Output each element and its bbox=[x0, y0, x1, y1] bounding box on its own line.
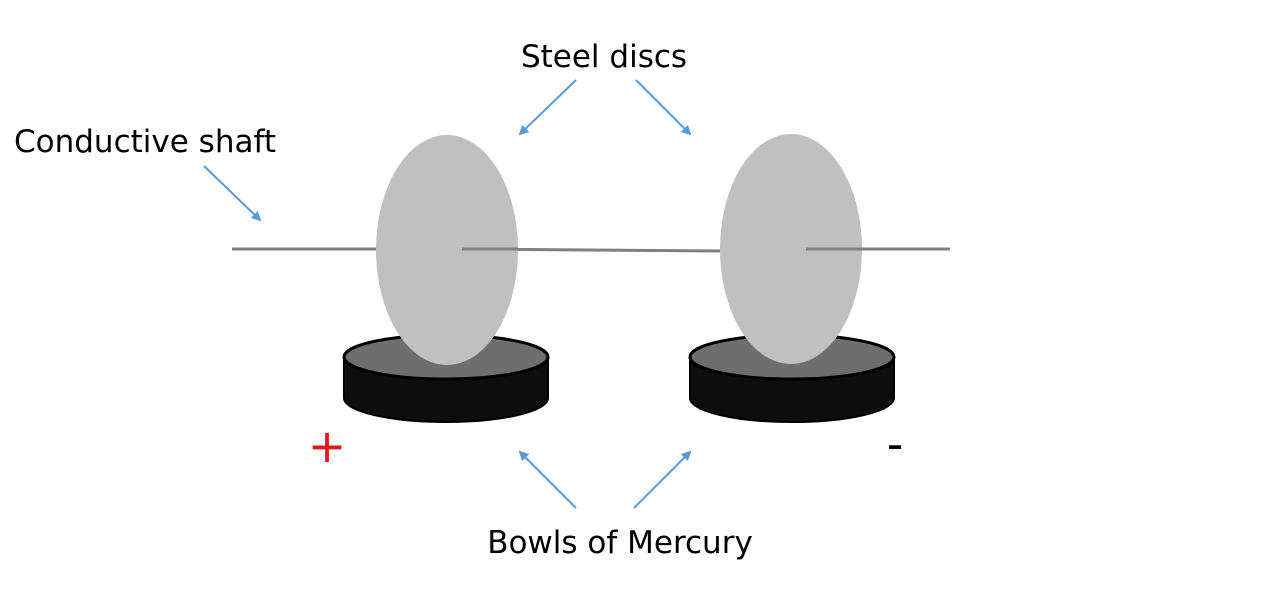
arrow-bowl-right bbox=[633, 450, 692, 509]
arrow-steel-disc-right bbox=[635, 79, 692, 136]
arrow-bowl-left bbox=[518, 450, 577, 509]
steel-disc-left bbox=[376, 135, 518, 365]
label-steel-discs: Steel discs bbox=[521, 39, 687, 75]
negative-terminal-sign: - bbox=[887, 417, 904, 471]
arrow-steel-disc-left bbox=[518, 79, 577, 136]
label-bowls-of-mercury: Bowls of Mercury bbox=[487, 525, 753, 561]
label-conductive-shaft: Conductive shaft bbox=[14, 124, 276, 160]
arrow-conductive-shaft bbox=[203, 165, 262, 222]
positive-terminal-sign: + bbox=[308, 419, 347, 473]
steel-disc-right bbox=[720, 134, 862, 364]
